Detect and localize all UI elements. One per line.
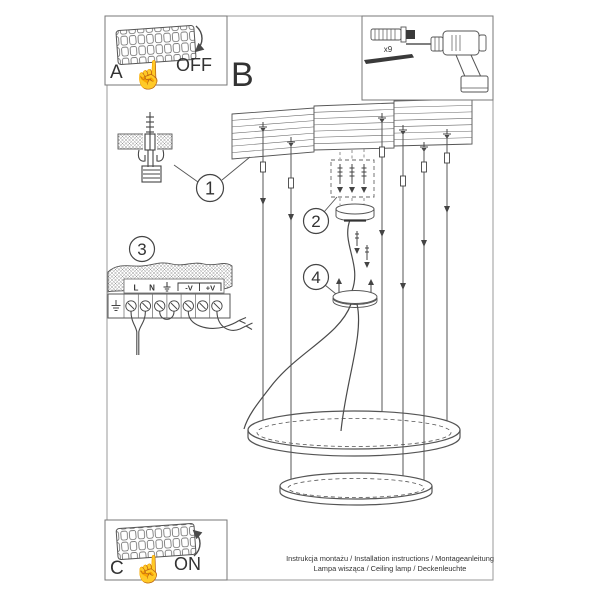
wire-adjusters	[260, 146, 450, 189]
screw-icon	[364, 54, 414, 64]
main-frame	[106, 15, 494, 581]
attach-up-arrows	[336, 278, 374, 294]
callout-1-number: 1	[205, 179, 215, 199]
earth-label-icon	[163, 282, 171, 292]
callout-4-number: 4	[311, 268, 320, 287]
callout-2-number: 2	[311, 212, 320, 231]
panel-a: ☝ OFF A	[104, 15, 228, 91]
panel-c: ☝ ON C	[104, 519, 228, 585]
large-ring	[247, 410, 461, 457]
section-b-letter: B	[231, 56, 254, 94]
callout-3: 3	[128, 235, 156, 263]
hand-icon: ☝	[133, 553, 165, 585]
ceiling-panels	[231, 98, 473, 160]
off-label: OFF	[176, 55, 212, 75]
terminal-screws	[125, 300, 223, 312]
callout-1: 1	[195, 173, 225, 203]
callout-leaders	[173, 156, 338, 295]
hand-icon: ☝	[132, 58, 166, 91]
wall-plug-icon	[370, 26, 415, 43]
ceiling-hatch-lines	[231, 105, 473, 153]
turn-off-arrow-icon	[194, 25, 205, 53]
canopy-screws	[337, 164, 367, 193]
panel-a-letter: A	[110, 62, 123, 83]
label-neg: -V	[185, 284, 193, 293]
footer-line1: Instrukcja montażu / Installation instru…	[286, 554, 494, 563]
power-cable-upper	[347, 219, 356, 292]
anchor-cross-section	[117, 112, 173, 183]
driver-disc	[332, 290, 378, 308]
wiring-diagram: L N -V +V	[107, 262, 253, 355]
callout-2: 2	[302, 207, 330, 235]
terminal-block-icon	[115, 25, 197, 65]
terminal-label-strip	[123, 278, 225, 294]
mounting-screws	[354, 231, 370, 268]
power-cable-lower	[243, 303, 360, 432]
anchor-count-label: x9	[384, 45, 393, 54]
turn-on-arrow-icon	[192, 529, 203, 557]
panel-c-letter: C	[110, 558, 124, 579]
suspension-wires	[262, 120, 448, 480]
label-neutral: N	[149, 284, 155, 293]
footer-line2: Lampa wisząca / Ceiling lamp / Deckenleu…	[314, 564, 467, 573]
label-live: L	[134, 284, 139, 293]
canopy	[335, 203, 375, 222]
tools-box: x9	[361, 15, 494, 101]
label-pos: +V	[206, 284, 215, 293]
wiring-wires	[130, 311, 253, 355]
wire-slide-arrows	[260, 198, 450, 290]
small-ring	[279, 472, 433, 506]
earth-terminal-icon	[111, 300, 121, 311]
callout-3-number: 3	[137, 240, 146, 259]
callout-4: 4	[302, 263, 330, 291]
canopy-screws-box	[330, 159, 375, 198]
on-label: ON	[174, 554, 201, 574]
drill-icon	[406, 30, 489, 93]
